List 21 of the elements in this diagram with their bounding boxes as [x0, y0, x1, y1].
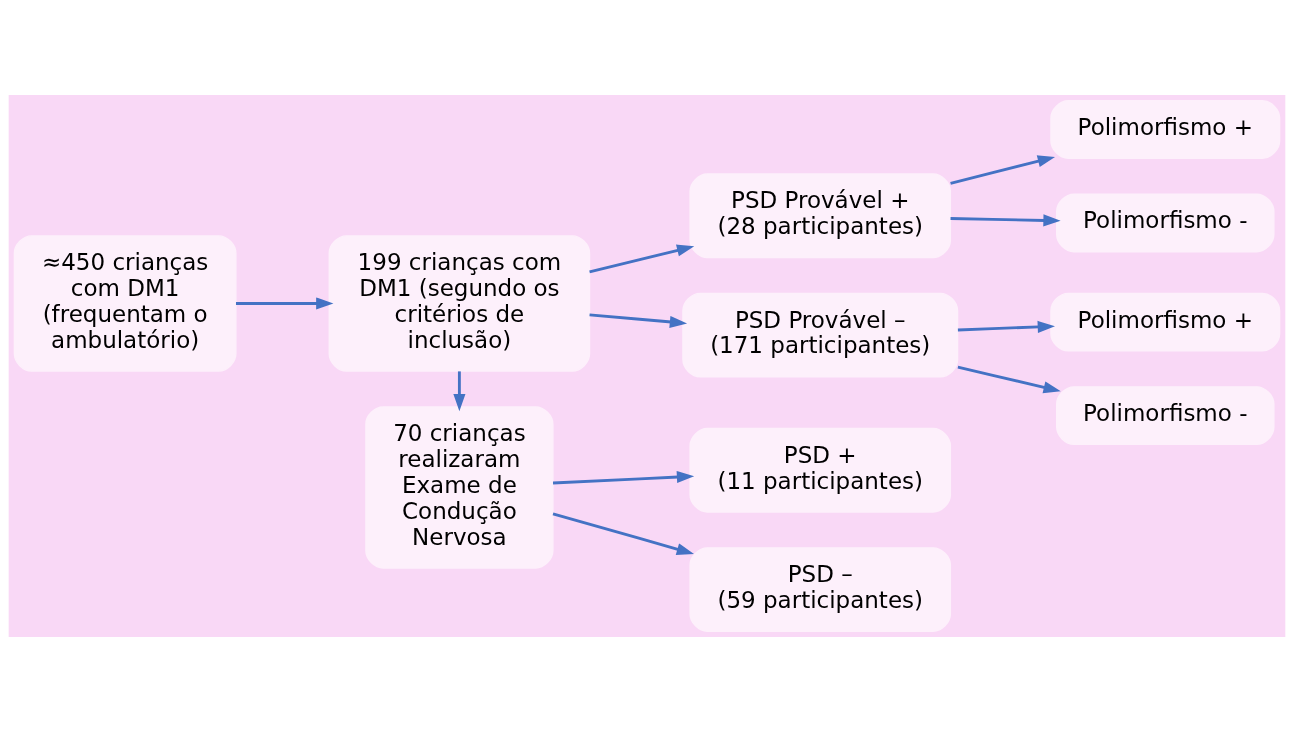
arrow — [552, 512, 694, 556]
arrow — [552, 471, 695, 485]
node-box: Polimorfismo + — [1050, 100, 1281, 159]
node-box: 70 crianças realizaram Exame de Condução Nervosa — [365, 406, 554, 569]
arrow — [236, 297, 334, 310]
node-box: Polimorfismo - — [1056, 193, 1275, 253]
node-box: 199 crianças com DM1 (segundo os critérios de inclusão) — [328, 235, 591, 372]
node-box: Polimorfismo + — [1050, 292, 1281, 352]
arrow — [589, 313, 688, 328]
arrow — [957, 320, 1055, 333]
node-box: PSD – (59 participantes) — [689, 547, 952, 632]
arrow — [453, 371, 466, 412]
arrow — [950, 214, 1061, 227]
arrow — [957, 365, 1061, 394]
arrow — [589, 244, 695, 274]
node-box: PSD Provável – (171 participantes) — [682, 292, 959, 378]
node-box: PSD Provável + (28 participantes) — [689, 173, 952, 259]
node-box: ≈450 crianças com DM1 (frequentam o ambulatório) — [13, 235, 237, 372]
node-box: Polimorfismo - — [1056, 386, 1275, 446]
arrow — [950, 155, 1056, 185]
node-box: PSD + (11 participantes) — [689, 427, 952, 513]
